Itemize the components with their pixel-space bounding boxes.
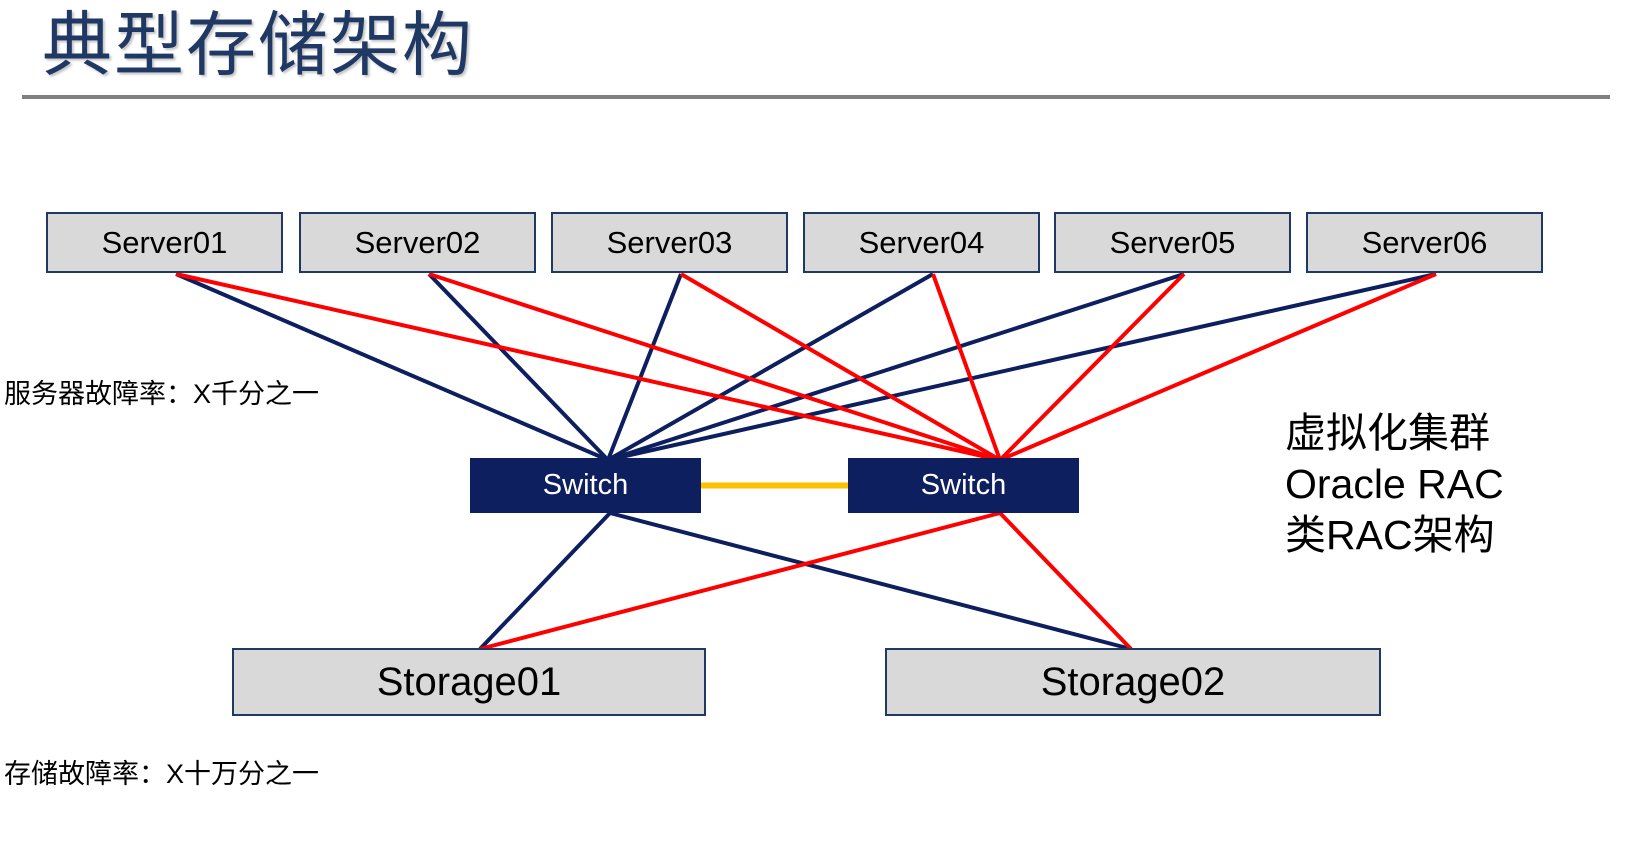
connection-server05-to-switch01 bbox=[607, 272, 1185, 462]
cluster-note-line-2: Oracle RAC bbox=[1285, 461, 1504, 507]
node-label: Switch bbox=[542, 469, 629, 501]
connection-server03-to-switch01 bbox=[606, 273, 683, 461]
node-label: Server03 bbox=[606, 224, 733, 260]
node-server04[interactable]: Server04 bbox=[803, 212, 1040, 273]
cluster-note-line-1: 虚拟化集群 bbox=[1285, 410, 1490, 456]
node-label: Storage01 bbox=[376, 659, 562, 704]
connection-server01-to-switch02 bbox=[175, 272, 1001, 462]
connection-server06-to-switch01 bbox=[607, 272, 1437, 462]
cluster-note-line-3: 类RAC架构 bbox=[1285, 512, 1495, 558]
node-server06[interactable]: Server06 bbox=[1306, 212, 1543, 273]
node-server01[interactable]: Server01 bbox=[46, 212, 283, 273]
connection-server04-to-switch01 bbox=[607, 272, 934, 462]
server-failure-rate-label: 服务器故障率：X千分之一 bbox=[4, 379, 320, 409]
node-label: Server06 bbox=[1361, 224, 1488, 260]
node-server05[interactable]: Server05 bbox=[1054, 212, 1291, 273]
node-label: Server05 bbox=[1109, 224, 1236, 260]
node-label: Switch bbox=[920, 469, 1007, 501]
node-server02[interactable]: Server02 bbox=[299, 212, 536, 273]
node-storage01[interactable]: Storage01 bbox=[232, 648, 706, 716]
node-switch-right[interactable]: Switch bbox=[848, 458, 1079, 513]
node-label: Storage02 bbox=[1040, 659, 1226, 704]
connection-server03-to-switch02 bbox=[679, 272, 1002, 462]
connection-switch01-to-storage02 bbox=[609, 511, 1132, 651]
connection-server01-to-switch01 bbox=[175, 272, 609, 462]
connection-server06-to-switch02 bbox=[999, 272, 1437, 462]
node-switch-left[interactable]: Switch bbox=[470, 458, 701, 513]
connection-server05-to-switch02 bbox=[998, 272, 1186, 462]
node-label: Server02 bbox=[354, 224, 481, 260]
connection-switch02-to-storage02 bbox=[998, 511, 1133, 651]
connection-switch02-to-storage01 bbox=[479, 511, 1001, 651]
cluster-note-block: 虚拟化集群 Oracle RAC 类RAC架构 bbox=[1285, 408, 1504, 561]
node-label: Server04 bbox=[858, 224, 985, 260]
connection-server02-to-switch01 bbox=[427, 272, 610, 462]
connection-server02-to-switch02 bbox=[428, 272, 1001, 462]
node-label: Server01 bbox=[101, 224, 228, 260]
node-server03[interactable]: Server03 bbox=[551, 212, 788, 273]
connection-server04-to-switch02 bbox=[931, 273, 1002, 461]
storage-failure-rate-label: 存储故障率：X十万分之一 bbox=[4, 759, 320, 789]
title-divider bbox=[22, 95, 1610, 99]
node-storage02[interactable]: Storage02 bbox=[885, 648, 1381, 716]
connection-switch01-to-storage01 bbox=[478, 511, 612, 651]
page-title: 典型存储架构 bbox=[42, 6, 474, 84]
